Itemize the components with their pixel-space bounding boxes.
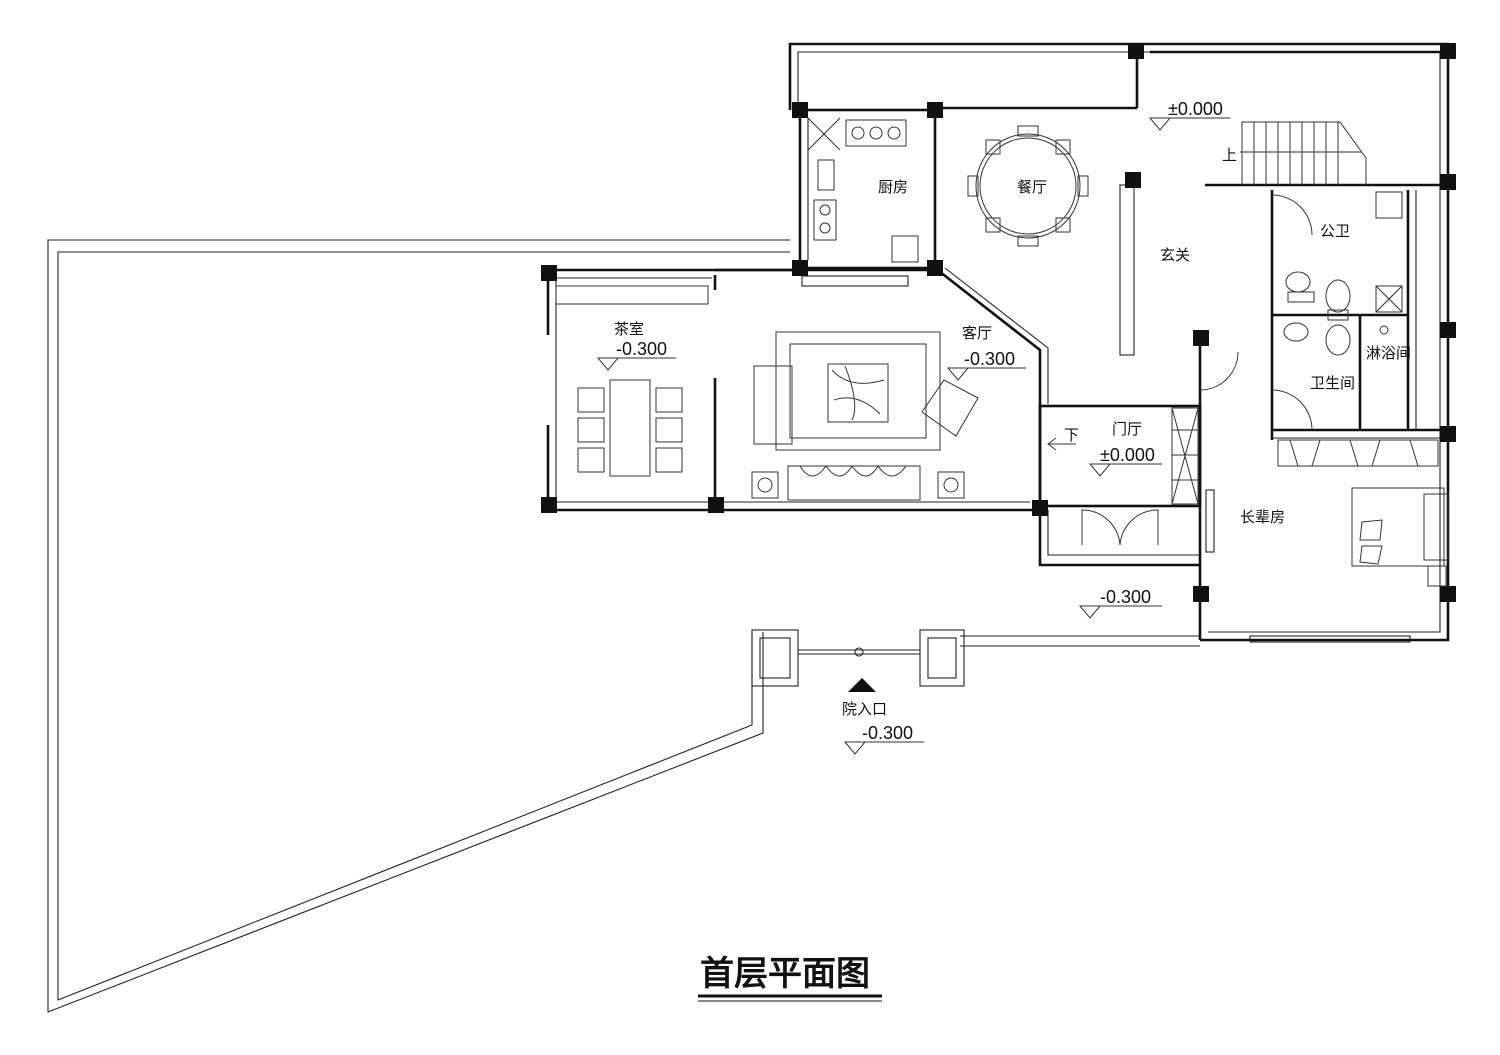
foyer-fixtures (1047, 407, 1199, 546)
plan-title: 首层平面图 (700, 954, 870, 994)
label-stair-down: 下 (1064, 426, 1079, 444)
label-tea-room: 茶室 (614, 320, 644, 338)
label-dining: 餐厅 (1017, 178, 1047, 196)
label-bathroom: 卫生间 (1310, 374, 1355, 392)
dining-table (967, 125, 1089, 247)
stair (1240, 121, 1367, 185)
columns (541, 43, 1456, 602)
label-living: 客厅 (962, 324, 992, 342)
level-living: -0.300 (964, 349, 1015, 369)
label-entry: 玄关 (1160, 246, 1190, 264)
label-stair-up: 上 (1222, 146, 1237, 164)
label-elder-room: 长辈房 (1240, 508, 1285, 526)
label-shower: 淋浴间 (1366, 344, 1411, 362)
entrance-arrow-icon (848, 678, 876, 692)
level-entry: ±0.000 (1168, 99, 1223, 119)
level-foyer: ±0.000 (1100, 445, 1155, 465)
level-tea-room: -0.300 (616, 339, 667, 359)
living-furniture (751, 331, 979, 501)
kitchen-fixtures (801, 117, 919, 287)
elder-room-furniture (1199, 351, 1449, 643)
walls (546, 42, 1450, 642)
yard-boundary (47, 239, 1200, 1013)
yard-gate (751, 629, 965, 692)
tea-room-furniture (555, 285, 709, 477)
label-foyer: 门厅 (1112, 420, 1142, 438)
level-porch: -0.300 (1100, 587, 1151, 607)
bathroom-fixtures (1271, 191, 1403, 431)
level-yard: -0.300 (862, 723, 913, 743)
label-public-wc: 公卫 (1320, 222, 1350, 240)
label-kitchen: 厨房 (878, 178, 908, 196)
label-yard-entrance: 院入口 (842, 700, 887, 718)
level-markers (596, 117, 1230, 755)
